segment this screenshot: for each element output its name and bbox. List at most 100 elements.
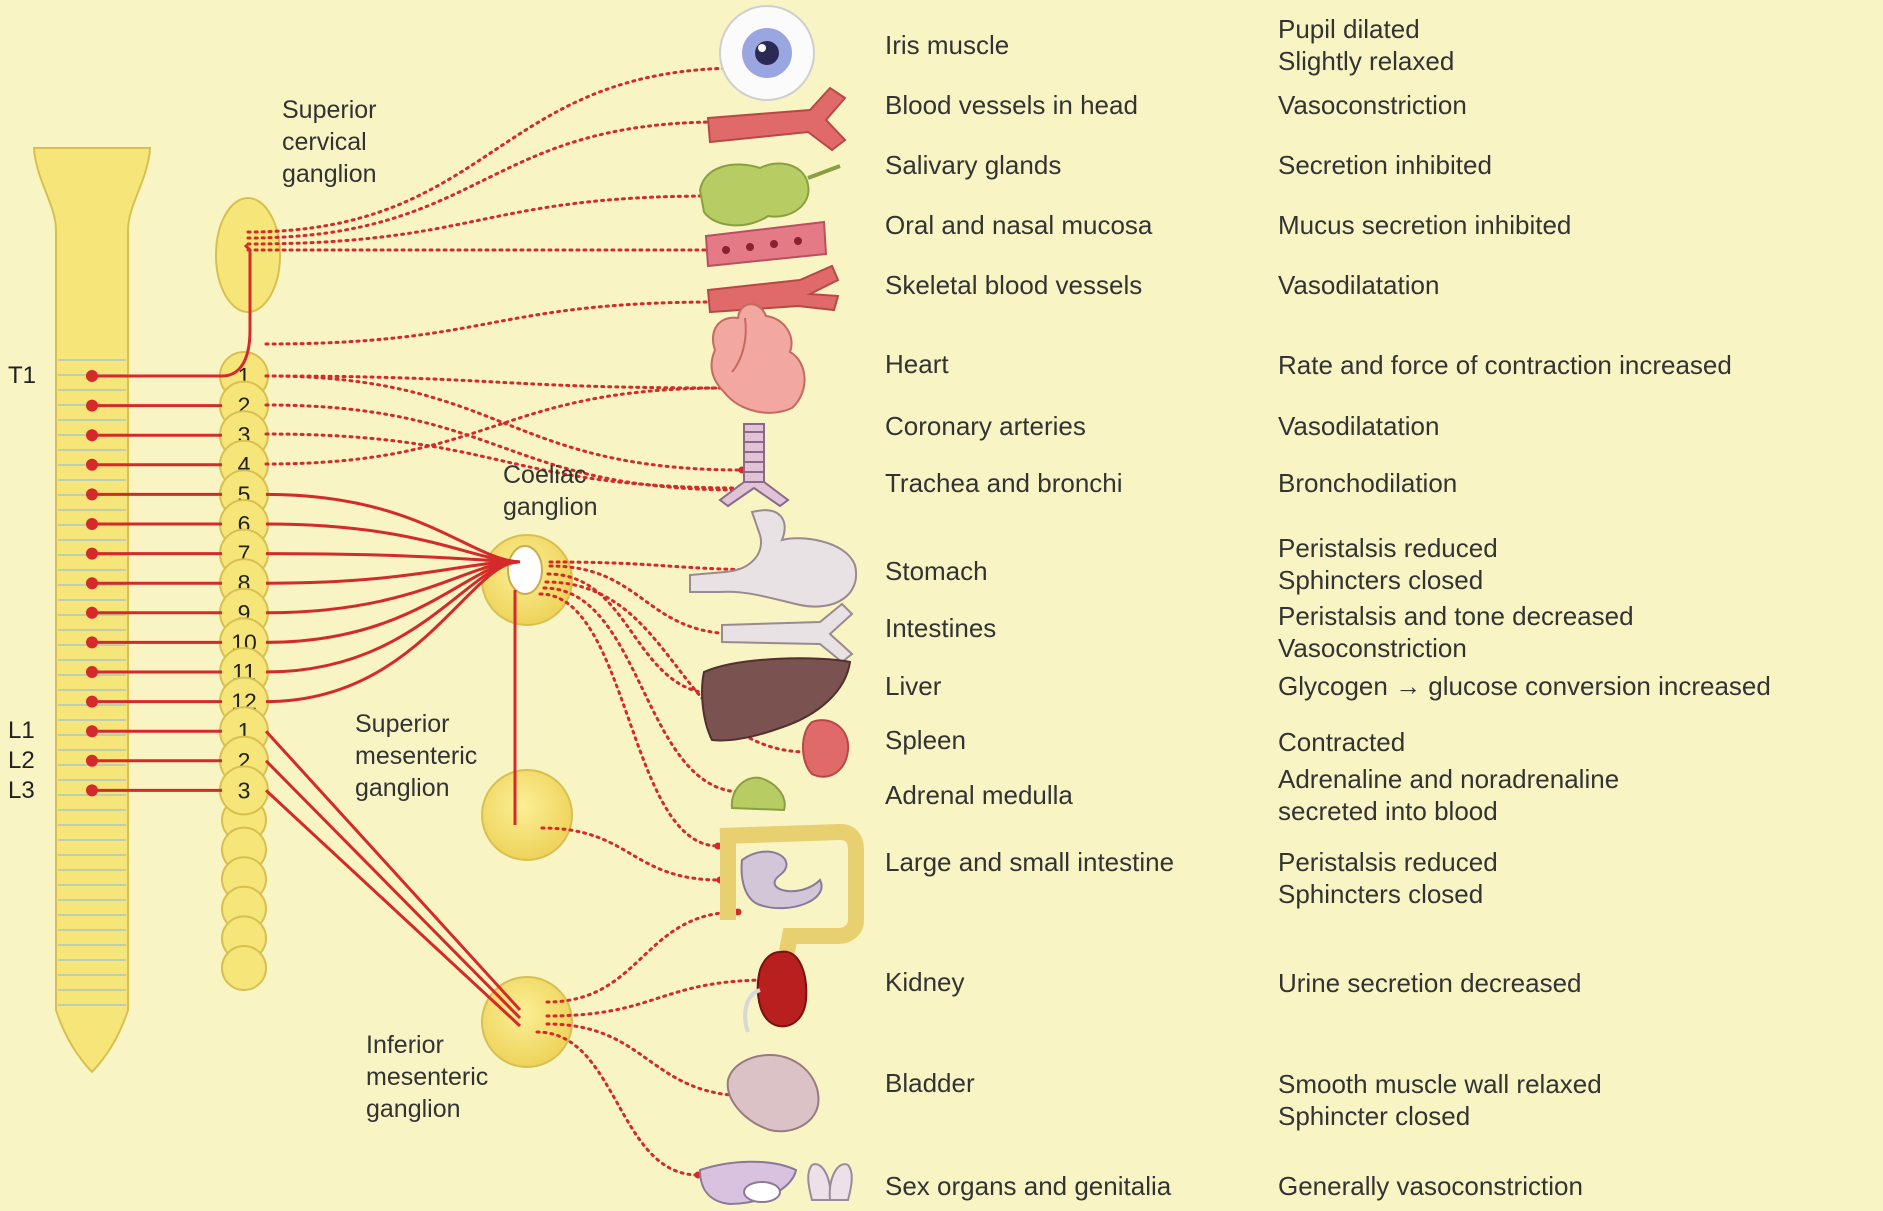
cord-origin-dot [86,725,98,737]
effect-line: Slightly relaxed [1278,45,1454,77]
postganglionic-fibre [266,376,724,388]
superior-cervical-line-2: cervical [282,126,377,158]
nerve-endings [86,65,812,1179]
effect-line: Sphincters closed [1278,564,1498,596]
organ-name-heart: Heart [885,348,949,380]
segment-label-l3: L3 [8,777,35,805]
cord-origin-dot [86,607,98,619]
spleen-icon [803,720,848,777]
cord-origin-dot [86,370,98,382]
bladder-icon [728,1055,819,1131]
postganglionic-fibre [266,388,724,464]
effect-line: secreted into blood [1278,795,1619,827]
coeliac-line-2: ganglion [503,491,598,523]
organ-effect-head-vessels: Vasoconstriction [1278,89,1467,121]
inferior-mesenteric-line-3: ganglion [366,1093,488,1125]
superior-mesenteric-ganglion-label: Superior mesenteric ganglion [355,708,477,804]
cord-origin-dot [86,696,98,708]
superior-cervical-ganglion-label: Superior cervical ganglion [282,94,377,190]
organ-effect-skeletal-vessels: Vasodilatation [1278,269,1439,301]
organ-name-salivary: Salivary glands [885,149,1061,181]
coeliac-ganglion-label: Coeliac ganglion [503,459,598,523]
cord-origin-dot [86,518,98,530]
cord-origin-dot [86,784,98,796]
postganglionic-fibre [537,1032,698,1175]
effect-line: Peristalsis reduced [1278,532,1498,564]
organ-effect-bladder: Smooth muscle wall relaxed Sphincter clo… [1278,1068,1602,1132]
organ-effect-adrenal: Adrenaline and noradrenaline secreted in… [1278,763,1619,827]
organ-name-liver: Liver [885,670,941,702]
organ-name-coronary: Coronary arteries [885,410,1086,442]
superior-mesenteric-line-3: ganglion [355,772,477,804]
cord-origin-dot [86,400,98,412]
organ-name-bladder: Bladder [885,1067,975,1099]
organ-effect-iris: Pupil dilated Slightly relaxed [1278,13,1454,77]
heart-icon [712,304,805,413]
superior-cervical-line-1: Superior [282,94,377,126]
organ-name-stomach: Stomach [885,555,988,587]
effect-line: Sphincters closed [1278,878,1498,910]
organ-name-genitalia: Sex organs and genitalia [885,1170,1171,1202]
coeliac-ganglion-core [508,546,542,594]
superior-mesenteric-line-2: mesenteric [355,740,477,772]
segment-label-l2: L2 [8,747,35,775]
intestine-icon [722,604,852,662]
effect-line: Peristalsis and tone decreased [1278,600,1634,632]
organ-effect-genitalia: Generally vasoconstriction [1278,1170,1583,1202]
effect-line: Peristalsis reduced [1278,846,1498,878]
organ-name-skeletal-vessels: Skeletal blood vessels [885,269,1142,301]
organ-effect-trachea: Bronchodilation [1278,467,1457,499]
inferior-mesenteric-line-1: Inferior [366,1029,488,1061]
organ-name-mucosa: Oral and nasal mucosa [885,209,1152,241]
cord-origin-dot [86,577,98,589]
organ-effect-coronary: Vasodilatation [1278,410,1439,442]
organ-name-bowel: Large and small intestine [885,846,1174,878]
organ-name-kidney: Kidney [885,966,965,998]
organ-effect-spleen: Contracted [1278,726,1405,758]
inferior-mesenteric-ganglion-label: Inferior mesenteric ganglion [366,1029,488,1125]
effect-line: Vasoconstriction [1278,632,1634,664]
cord-origin-dot [86,429,98,441]
postganglionic-fibre [266,302,716,344]
organ-effect-mucosa: Mucus secretion inhibited [1278,209,1571,241]
postganglionic-fibre [547,912,738,1002]
organ-effect-salivary: Secretion inhibited [1278,149,1492,181]
preganglionic-fibre-splanchnic [266,562,520,642]
postganglionic-fibre [248,196,712,244]
chain-segment-number: 3 [238,777,251,803]
segment-label-t1: T1 [8,362,36,390]
organ-effect-stomach: Peristalsis reduced Sphincters closed [1278,532,1498,596]
organ-effect-intestines: Peristalsis and tone decreased Vasoconst… [1278,600,1634,664]
postganglionic-fibre [547,1024,750,1096]
eye-icon [720,6,814,100]
segment-label-l1: L1 [8,717,35,745]
effect-line: Pupil dilated [1278,13,1454,45]
chain-bead [222,946,266,990]
preganglionic-fibres [92,245,520,1026]
organ-effect-kidney: Urine secretion decreased [1278,967,1582,999]
salivary-gland-icon [700,163,840,225]
effect-line: Sphincter closed [1278,1100,1602,1132]
organ-name-adrenal: Adrenal medulla [885,779,1073,811]
preganglionic-fibre-splanchnic [266,494,520,562]
organ-name-head-vessels: Blood vessels in head [885,89,1138,121]
chain-lower-beads [222,798,266,990]
organ-effect-liver: Glycogen → glucose conversion increased [1278,670,1771,702]
superior-cervical-ganglion-body [216,198,280,312]
effect-line: Adrenaline and noradrenaline [1278,763,1619,795]
organ-name-trachea: Trachea and bronchi [885,467,1123,499]
adrenal-icon [732,778,785,810]
kidney-icon [745,952,806,1032]
stomach-icon [690,510,856,606]
organ-effect-bowel: Peristalsis reduced Sphincters closed [1278,846,1498,910]
superior-cervical-line-3: ganglion [282,158,377,190]
superior-mesenteric-ganglion [482,770,572,860]
coeliac-line-1: Coeliac [503,459,598,491]
inferior-mesenteric-line-2: mesenteric [366,1061,488,1093]
organ-name-iris: Iris muscle [885,29,1009,61]
preganglionic-fibre-lumbar [266,790,520,1026]
organ-name-intestines: Intestines [885,612,996,644]
cord-origin-dot [86,755,98,767]
cord-origin-dot [86,666,98,678]
